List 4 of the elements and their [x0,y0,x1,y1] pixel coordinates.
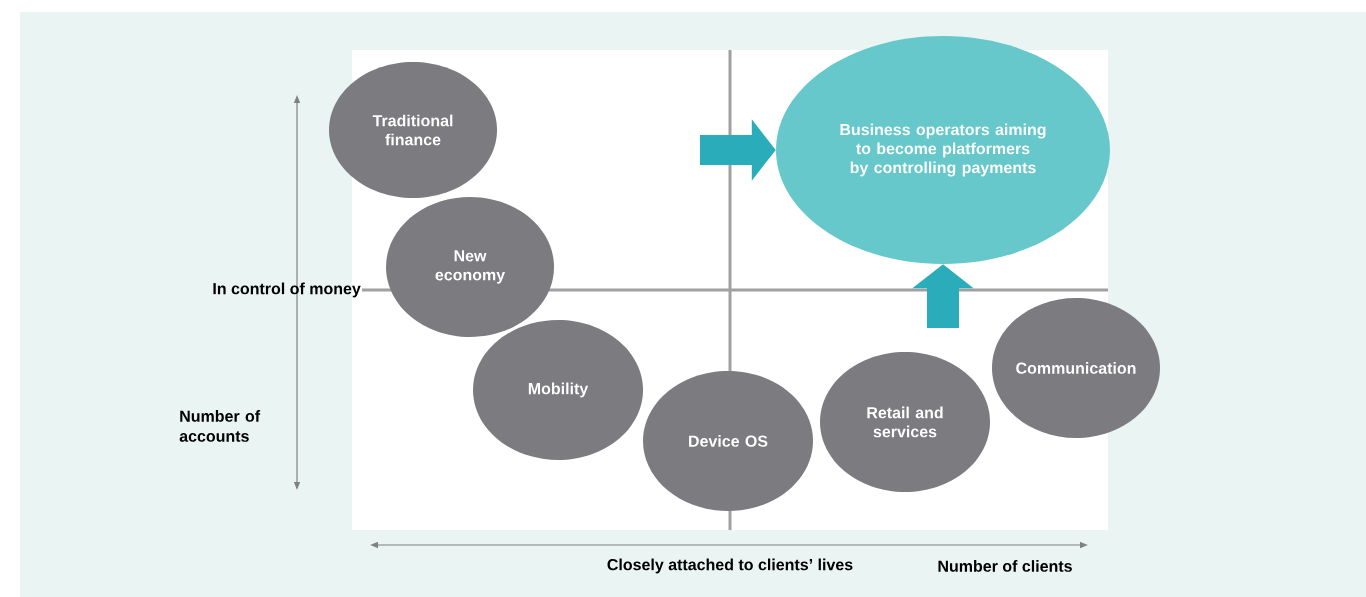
axis-label: Number of accounts [179,410,261,442]
axis-label: Closely attached to clients’ lives [607,558,853,574]
axis-label: Number of clients [938,560,1072,572]
axis-label: In control of money [213,282,361,298]
